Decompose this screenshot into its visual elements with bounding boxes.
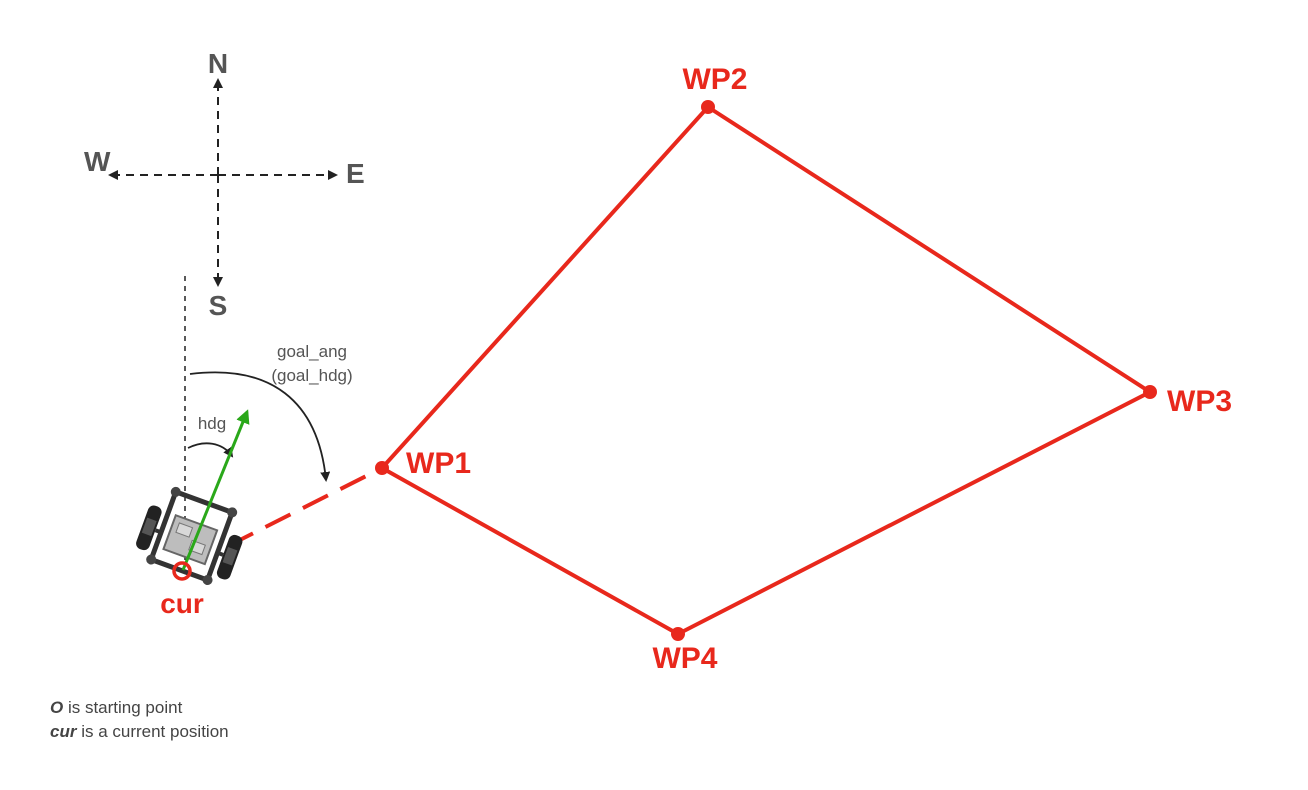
- legend-line-cur: cur is a current position: [50, 720, 229, 744]
- hdg-label: hdg: [198, 414, 226, 433]
- cur-to-wp1-dashed-path: [227, 466, 383, 548]
- wp4-label: WP4: [652, 642, 717, 675]
- goal-hdg-label: (goal_hdg): [271, 366, 352, 385]
- origin-marker: [172, 561, 192, 581]
- legend-origin-text: is starting point: [63, 698, 183, 717]
- wp2-label: WP2: [682, 63, 747, 96]
- waypoint-route: [380, 105, 1152, 636]
- legend-origin-term: O: [50, 698, 64, 717]
- cur-label: cur: [160, 588, 204, 619]
- goal-angle-arc: [189, 371, 331, 482]
- wp4-marker: [671, 627, 685, 641]
- wp3-marker: [1143, 385, 1157, 399]
- wp1-marker: [375, 461, 389, 475]
- compass-rose: N S E W: [84, 48, 365, 321]
- rover-robot-icon: [136, 486, 243, 586]
- wp1-label: WP1: [406, 447, 471, 480]
- heading-arrow: [181, 409, 250, 571]
- compass-south-label: S: [209, 290, 228, 321]
- compass-north-label: N: [208, 48, 228, 79]
- compass-east-label: E: [346, 158, 365, 189]
- compass-west-label: W: [84, 146, 111, 177]
- wp2-marker: [701, 100, 715, 114]
- legend-line-origin: O is starting point: [50, 696, 229, 720]
- goal-ang-label: goal_ang: [277, 342, 347, 361]
- heading-angle-arc: [187, 442, 234, 458]
- wp3-label: WP3: [1167, 385, 1232, 418]
- legend-cur-term: cur: [50, 722, 77, 741]
- legend-cur-text: is a current position: [76, 722, 229, 741]
- legend: O is starting point cur is a current pos…: [50, 696, 229, 744]
